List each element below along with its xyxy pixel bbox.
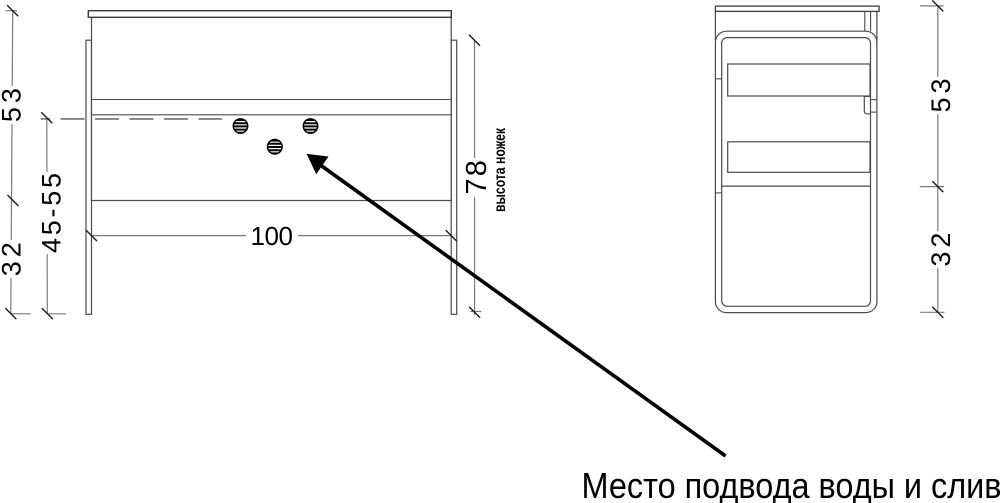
svg-text:высота ножек: высота ножек (492, 127, 509, 212)
svg-text:45-55: 45-55 (37, 173, 67, 253)
svg-text:100: 100 (250, 221, 293, 251)
svg-text:Место подвода воды и слив: Место подвода воды и слив (582, 465, 1000, 503)
